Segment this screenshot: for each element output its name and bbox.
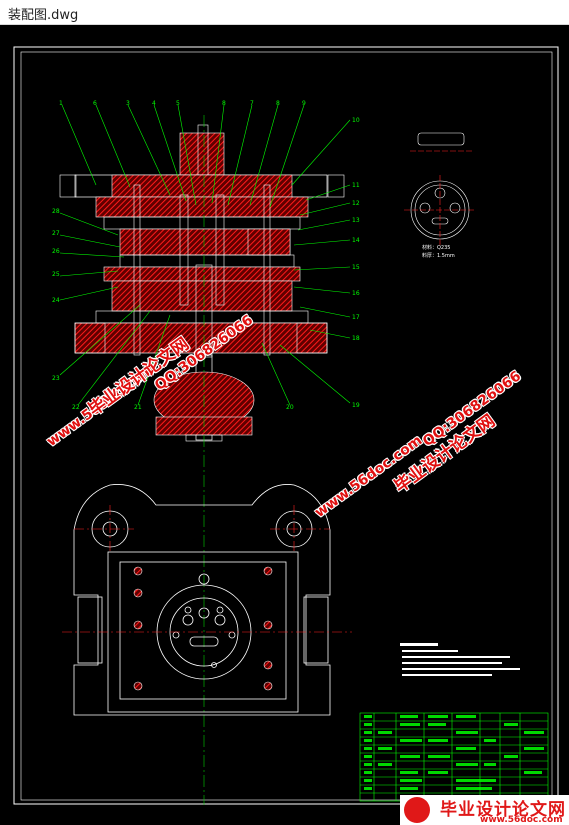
balloon-label: 5 (176, 100, 180, 107)
balloon-label: 7 (250, 100, 254, 107)
balloon-label: 9 (302, 100, 306, 107)
balloon-label: 12 (352, 200, 360, 207)
balloon-label: 27 (52, 230, 60, 237)
plan-view (73, 484, 331, 716)
bottom-logo: 毕业设计论文网 www.56doc.com (400, 795, 569, 825)
balloon-label: 21 (134, 404, 142, 411)
leader-lines (59, 104, 351, 406)
balloon-label: 16 (352, 290, 360, 297)
plan-centerlines (62, 505, 352, 633)
balloon-label: 3 (126, 100, 130, 107)
cad-drawing: 1 6 3 4 5 8 7 8 9 10 11 12 13 14 15 16 1… (13, 46, 559, 805)
balloon-label: 11 (352, 182, 360, 189)
balloon-label: 4 (152, 100, 156, 107)
balloon-label: 13 (352, 217, 360, 224)
title-block-text (364, 715, 544, 790)
balloon-label: 20 (286, 404, 294, 411)
logo-brand: 毕业设计论文网 (440, 800, 566, 820)
logo-mark-icon (404, 797, 430, 823)
section-view (59, 115, 345, 805)
title-block (359, 712, 549, 802)
drawing-border (13, 46, 559, 805)
part-material: 材料：Q235 (422, 244, 450, 251)
balloon-label: 24 (52, 297, 60, 304)
balloon-label: 6 (93, 100, 97, 107)
balloon-label: 23 (52, 375, 60, 382)
balloon-label: 8 (276, 100, 280, 107)
drawing-canvas[interactable]: 1 6 3 4 5 8 7 8 9 10 11 12 13 14 15 16 1… (0, 25, 569, 825)
window-title: 装配图.dwg (8, 8, 79, 23)
balloon-label: 10 (352, 117, 360, 124)
technical-notes (400, 643, 520, 676)
balloon-label: 19 (352, 402, 360, 409)
window-titlebar: 装配图.dwg (0, 0, 569, 25)
part-drawing (404, 132, 476, 245)
balloon-label: 14 (352, 237, 360, 244)
balloon-label: 17 (352, 314, 360, 321)
balloon-label: 8 (222, 100, 226, 107)
plan-holes (133, 566, 273, 691)
balloon-labels: 1 6 3 4 5 8 7 8 9 10 11 12 13 14 15 16 1… (52, 100, 360, 411)
balloon-label: 26 (52, 248, 60, 255)
logo-site: www.56doc.com (480, 815, 563, 825)
balloon-label: 1 (59, 100, 63, 107)
part-thickness: 料厚：1.5mm (422, 252, 455, 259)
balloon-label: 25 (52, 271, 60, 278)
balloon-label: 18 (352, 335, 360, 342)
balloon-label: 22 (72, 404, 80, 411)
balloon-label: 15 (352, 264, 360, 271)
balloon-label: 28 (52, 208, 60, 215)
